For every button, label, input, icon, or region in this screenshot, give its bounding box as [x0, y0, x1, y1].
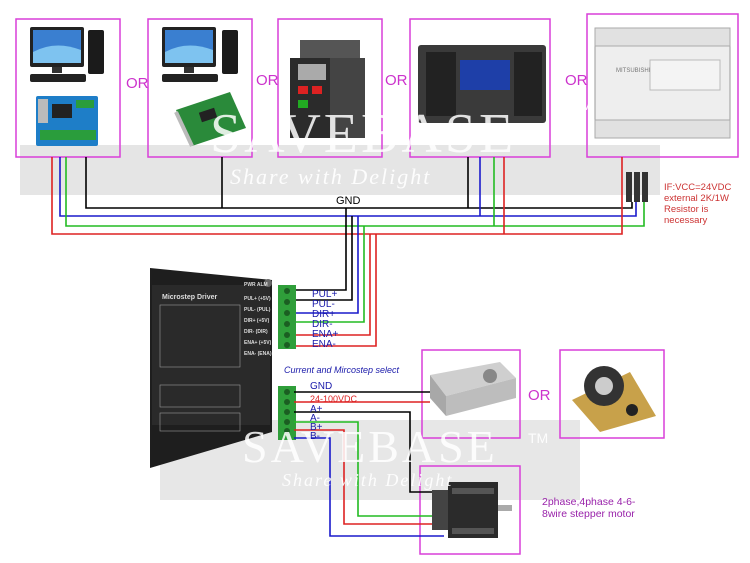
text-display-controller	[418, 45, 546, 123]
frame-switching-psu	[421, 349, 521, 439]
watermark-tm-top: TM	[572, 97, 593, 113]
pin-ena-minus: ENA-	[312, 339, 336, 350]
watermark-title-top: SAVEBASE	[210, 103, 517, 165]
signal-terminal-block	[278, 285, 296, 349]
frame-toroid-psu	[559, 349, 665, 439]
motor-label: 2phase,4phase 4-6-8wire stepper motor	[542, 496, 636, 521]
pc-monitor-2	[162, 27, 238, 82]
frame-pc-with-card	[15, 18, 121, 158]
pci-card	[174, 92, 246, 147]
or-label-2: OR	[256, 72, 279, 89]
driver-side-label-3: DIR- (DIR)	[244, 329, 268, 335]
driver-side-label-0: PUL+ (+5V)	[244, 296, 271, 302]
pin-pul-plus: PUL+	[312, 289, 338, 300]
resistor-note: IF:VCC=24VDC external 2K/1W Resistor is …	[664, 182, 732, 226]
pin-b-minus: B-	[310, 431, 320, 442]
pin-gnd: GND	[310, 381, 333, 392]
driver-side-label-2: DIR+ (+5V)	[244, 318, 270, 324]
standalone-controller	[290, 40, 365, 138]
pin-a-minus: A-	[310, 413, 320, 424]
pin-ena-plus: ENA+	[312, 329, 339, 340]
power-terminal-block	[278, 386, 296, 440]
pin-b-plus: B+	[310, 422, 323, 433]
stepper-motor-image	[432, 482, 512, 538]
watermark-slogan-bottom: Share with Delight	[282, 470, 454, 490]
pin-dir-minus: DIR-	[312, 319, 333, 330]
pin-vdc: 24-100VDC	[310, 394, 358, 404]
gnd-label-top: GND	[336, 195, 361, 207]
top-signal-wires	[51, 157, 645, 347]
toroid-power-supply	[572, 366, 656, 432]
frame-controller	[277, 18, 383, 158]
or-label-1: OR	[126, 75, 149, 92]
plc-unit	[594, 27, 731, 139]
microstep-driver	[150, 268, 272, 468]
or-label-3: OR	[385, 72, 408, 89]
driver-pwr-alm: PWR ALM	[244, 282, 268, 288]
watermark-title-bottom: SAVEBASE	[242, 421, 498, 472]
pc-monitor-1	[30, 27, 104, 82]
driver-side-label-1: PUL- (PUL)	[244, 307, 271, 313]
or-label-psu: OR	[528, 387, 551, 404]
driver-title: Microstep Driver	[162, 294, 218, 301]
pin-pul-minus: PUL-	[312, 299, 335, 310]
watermark-band-top	[20, 145, 660, 195]
pin-a-plus: A+	[310, 404, 323, 415]
or-label-4: OR	[565, 72, 588, 89]
driver-side-label-4: ENA+ (+5V)	[244, 340, 272, 346]
plc-brand: MITSUBISHI	[616, 68, 651, 74]
power-motor-wires	[294, 391, 444, 537]
frame-stepper-motor	[419, 465, 521, 555]
frame-pc-with-pci	[147, 18, 253, 158]
watermark-slogan-top: Share with Delight	[230, 164, 432, 189]
switching-power-supply	[430, 362, 516, 416]
watermark-tm-bottom: TM	[528, 430, 549, 446]
pullup-resistors	[626, 172, 648, 202]
pin-dir-plus: DIR+	[312, 309, 336, 320]
current-select-label: Current and Mircostep select	[284, 365, 400, 375]
frame-plc	[586, 13, 739, 158]
motion-card-1	[36, 96, 98, 146]
driver-side-label-5: ENA- (ENA)	[244, 351, 272, 357]
